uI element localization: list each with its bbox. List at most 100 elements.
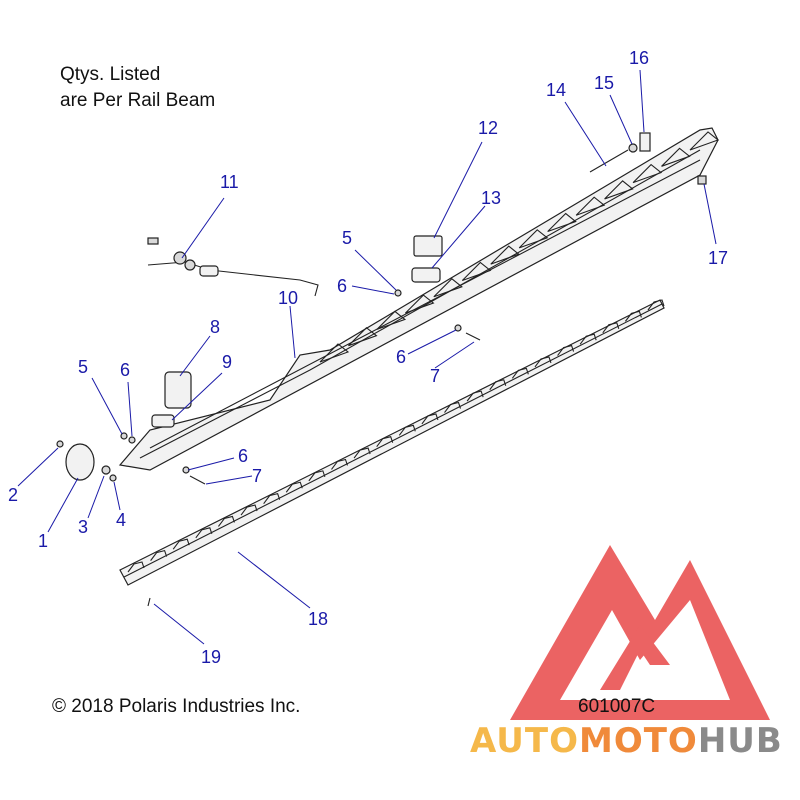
rail-tooth [263,492,281,504]
callout-7a: 7 [430,366,440,386]
beam-truss-cutout [376,310,407,330]
beam-truss-cutout [461,261,492,281]
nut-part-5a [120,432,128,440]
callout-9: 9 [222,352,232,372]
block-part-12 [413,235,443,257]
cushion-part-8 [164,371,192,409]
callout-17: 17 [708,248,728,268]
washer-part-6a [128,436,136,444]
beam-truss-cutout [689,131,720,151]
bolt-part-7a [465,332,481,341]
pad-part-9 [151,414,175,428]
rail-tooth [557,344,575,356]
wheel-part-1 [65,443,95,481]
washer-part-6d [454,324,462,332]
callout-6a: 6 [120,360,130,380]
watermark-word-hub: HUB [698,721,783,761]
rail-tooth [534,356,552,368]
callout-4: 4 [116,510,126,530]
callout-15: 15 [594,73,614,93]
beam-truss-cutout [433,278,463,298]
rail-tooth [331,458,348,470]
watermark-logo [510,545,770,720]
nut-part-5b [394,289,402,297]
screw-part-19 [147,597,151,607]
beam-truss-cutout [404,294,435,314]
rail-tooth [217,515,235,527]
callout-10: 10 [278,288,298,308]
callout-16: 16 [629,48,649,68]
callout-labels: 1 2 3 4 5 6 5 6 6 7 6 7 8 9 10 11 12 13 … [8,48,728,667]
callout-5b: 5 [342,228,352,248]
callout-8: 8 [210,317,220,337]
rail-tooth [150,549,168,561]
slider-part-13 [411,267,441,283]
quantity-note-line2: are Per Rail Beam [60,90,216,111]
washer-part-3 [101,465,111,475]
watermark-g-mark [600,625,670,690]
rail-tooth [195,527,213,539]
leader-lines [17,69,717,645]
callout-18: 18 [308,609,328,629]
beam-truss-cutout [319,343,350,363]
beam-truss-cutout [518,229,549,249]
quantity-note: Qtys. Listed are Per Rail Beam [60,62,215,114]
watermark-word-moto: MOTO [579,721,698,761]
watermark-wordmark: AUTOMOTOHUB [470,721,783,761]
rod-assembly [147,237,319,297]
beam-truss-cutout [575,196,606,216]
nut-part-4 [109,474,117,482]
callout-5a: 5 [78,357,88,377]
beam-truss-cutout [632,163,663,184]
quantity-note-line1: Qtys. Listed [60,64,161,85]
diagram-code: 601007C [578,696,655,717]
rail-tooth [466,390,484,402]
callout-6d: 6 [238,446,248,466]
bolt-part-7b [189,475,206,485]
rail-tooth [240,504,258,516]
bolt-part-2 [56,440,64,448]
rail-tooth [308,470,326,482]
rail-tooth [489,379,507,391]
callout-6b: 6 [337,276,347,296]
callout-13: 13 [481,188,501,208]
rail-tooth [398,424,416,436]
rail-tooth [647,299,665,311]
copyright-text: © 2018 Polaris Industries Inc. [52,696,300,717]
callout-1: 1 [38,531,48,551]
watermark-triangle-inner [560,600,730,700]
callout-11: 11 [220,172,239,192]
rail-tooth [602,322,620,334]
washer-part-15 [628,143,638,153]
rail-beam [118,127,720,471]
nut-part-17 [697,175,707,185]
rail-tooth [421,413,439,425]
rail-tooth [624,310,642,322]
rail-tooth [444,401,462,413]
beam-truss-cutout [547,212,577,233]
bolt-part-14 [589,149,629,173]
beam-truss-cutout [490,245,520,265]
beam-truss-cutout [348,326,378,347]
callout-3: 3 [78,517,88,537]
callout-12: 12 [478,118,498,138]
beam-truss-cutout [604,180,634,200]
bracket-part-16 [639,132,651,152]
callout-14: 14 [546,80,566,100]
callout-19: 19 [201,647,221,667]
rail-tooth [579,333,597,345]
watermark-word-auto: AUTO [470,721,579,761]
rail-tooth [127,561,145,573]
slide-rail [119,299,665,586]
rail-tooth [353,447,371,459]
beam-truss-cutout [661,147,691,167]
callout-6c: 6 [396,347,406,367]
callout-2: 2 [8,485,18,505]
rail-tooth [172,538,190,550]
rail-tooth [285,481,303,493]
callout-7b: 7 [252,466,262,486]
rail-tooth [376,436,394,448]
rail-tooth [511,367,529,379]
